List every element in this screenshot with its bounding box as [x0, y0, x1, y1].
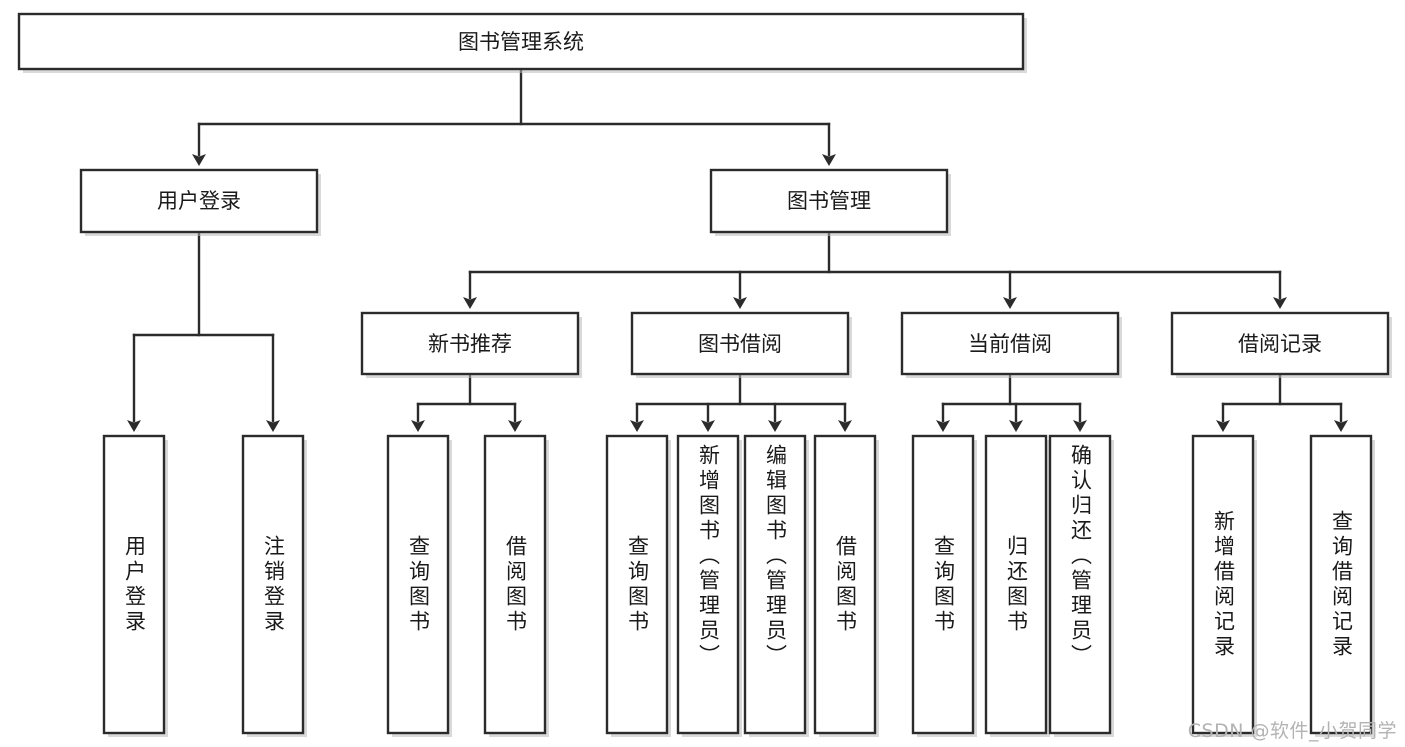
node-leaf-confirm-return-box [1048, 434, 1112, 735]
node-leaf-return-book-box [984, 434, 1048, 735]
node-root-label: 图书管理系统 [458, 30, 584, 54]
node-leaf-borrow-book-1-box [483, 434, 547, 735]
node-root-box [17, 12, 1025, 71]
node-leaf-query-book-2-box [605, 434, 669, 735]
node-leaf-confirm-return[interactable] [1048, 434, 1114, 737]
node-leaf-query-book-1-box [386, 434, 450, 735]
node-leaf-return-book[interactable] [984, 434, 1050, 737]
node-book-manage[interactable]: 图书管理 [709, 168, 951, 236]
node-leaf-edit-book-box [743, 434, 807, 735]
node-new-book-recommend-label: 新书推荐 [428, 332, 512, 356]
node-leaf-add-record-box [1191, 434, 1255, 735]
node-new-book-recommend-box [360, 311, 580, 376]
node-user-login-label: 用户登录 [157, 189, 241, 213]
node-borrow-record[interactable]: 借阅记录 [1170, 311, 1392, 378]
node-book-borrow[interactable]: 图书借阅 [630, 311, 852, 378]
node-new-book-recommend[interactable]: 新书推荐 [360, 311, 582, 378]
node-current-borrow-box [900, 311, 1120, 376]
node-borrow-record-label: 借阅记录 [1238, 332, 1322, 356]
node-leaf-add-book[interactable] [676, 434, 742, 737]
edge-group-current-borrow [936, 372, 1087, 432]
edge-group-new-book-recommend [411, 372, 522, 432]
node-current-borrow[interactable]: 当前借阅 [900, 311, 1122, 378]
node-leaf-query-record-box [1309, 434, 1373, 735]
node-book-borrow-label: 图书借阅 [698, 332, 782, 356]
edge-group-borrow-record [1216, 372, 1348, 432]
node-root[interactable]: 图书管理系统 [17, 12, 1027, 73]
edge-group-book-borrow [630, 372, 852, 432]
node-book-borrow-box [630, 311, 850, 376]
node-user-login-box [79, 168, 319, 234]
node-leaf-add-record[interactable] [1191, 434, 1257, 737]
watermark-text: CSDN @软件_小贺同学 [1187, 720, 1397, 742]
node-leaf-query-book-3-box [911, 434, 975, 735]
node-leaf-logout-box [241, 434, 305, 735]
edge-group-user-login [127, 230, 280, 432]
node-leaf-add-book-box [676, 434, 740, 735]
node-leaf-borrow-book-2-box [813, 434, 877, 735]
edge-group-book-manage [463, 230, 1287, 309]
node-leaf-user-login-box [102, 434, 166, 735]
node-borrow-record-box [1170, 311, 1390, 376]
node-leaf-borrow-book-2[interactable] [813, 434, 879, 737]
node-leaf-query-book-3[interactable] [911, 434, 977, 737]
node-leaf-query-book-1[interactable] [386, 434, 452, 737]
leaf-box-group [102, 434, 1375, 737]
node-leaf-borrow-book-1[interactable] [483, 434, 549, 737]
node-leaf-query-book-2[interactable] [605, 434, 671, 737]
node-book-manage-box [709, 168, 949, 234]
node-leaf-query-record[interactable] [1309, 434, 1375, 737]
node-leaf-logout[interactable] [241, 434, 307, 737]
node-user-login[interactable]: 用户登录 [79, 168, 321, 236]
node-book-manage-label: 图书管理 [787, 189, 871, 213]
node-leaf-edit-book[interactable] [743, 434, 809, 737]
node-current-borrow-label: 当前借阅 [968, 332, 1052, 356]
edge-group-root [192, 67, 836, 166]
node-leaf-user-login[interactable] [102, 434, 168, 737]
